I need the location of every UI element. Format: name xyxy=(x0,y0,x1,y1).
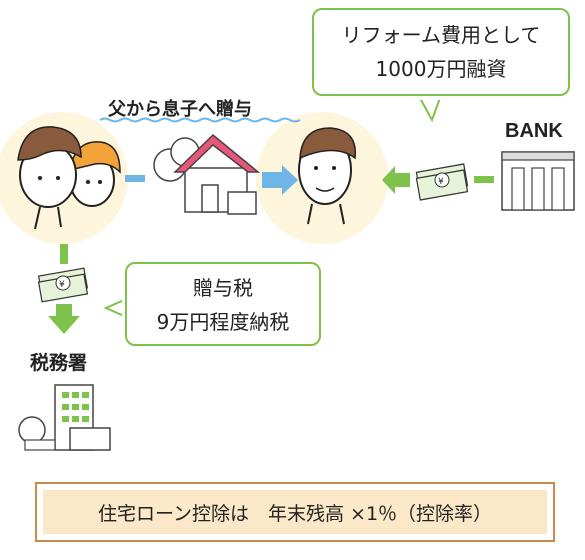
tax-office-label: 税務署 xyxy=(30,352,88,374)
reform-bubble-tail xyxy=(418,97,442,123)
money-stack-tax-icon xyxy=(37,267,89,303)
reform-bubble-line1: リフォーム費用として xyxy=(341,23,541,47)
tax-office-icon xyxy=(18,384,111,451)
arrow-money-to-son xyxy=(382,166,410,194)
parents-illustration xyxy=(17,126,121,230)
arrow-house-to-son xyxy=(262,165,298,195)
house-icon xyxy=(153,133,261,215)
son-illustration xyxy=(298,127,357,225)
tax-bubble-line2: 9万円程度納税 xyxy=(156,310,290,334)
connector-parents-money xyxy=(60,244,68,264)
note-box: 住宅ローン控除は 年末残高 ×1％（控除率） xyxy=(35,482,555,542)
gift-label-underline xyxy=(99,117,301,123)
yen-mark-tax: ¥ xyxy=(59,280,65,290)
connector-bank-money xyxy=(474,176,494,183)
reform-bubble: リフォーム費用として 1000万円融資 xyxy=(312,8,570,96)
note-text: 住宅ローン控除は 年末残高 ×1％（控除率） xyxy=(43,490,547,534)
money-stack-bank-icon xyxy=(415,163,469,201)
connector-parents-house xyxy=(125,175,145,182)
reform-bubble-line2: 1000万円融資 xyxy=(375,57,507,81)
tax-bubble-tail xyxy=(103,298,125,318)
gift-label: 父から息子へ贈与 xyxy=(108,99,252,120)
yen-mark-bank: ¥ xyxy=(438,177,444,187)
tax-bubble: 贈与税 9万円程度納税 xyxy=(125,262,321,346)
arrow-to-tax-office xyxy=(48,304,80,334)
bank-label: BANK xyxy=(505,120,563,142)
tax-bubble-line1: 贈与税 xyxy=(193,276,253,300)
bank-icon xyxy=(501,151,575,211)
